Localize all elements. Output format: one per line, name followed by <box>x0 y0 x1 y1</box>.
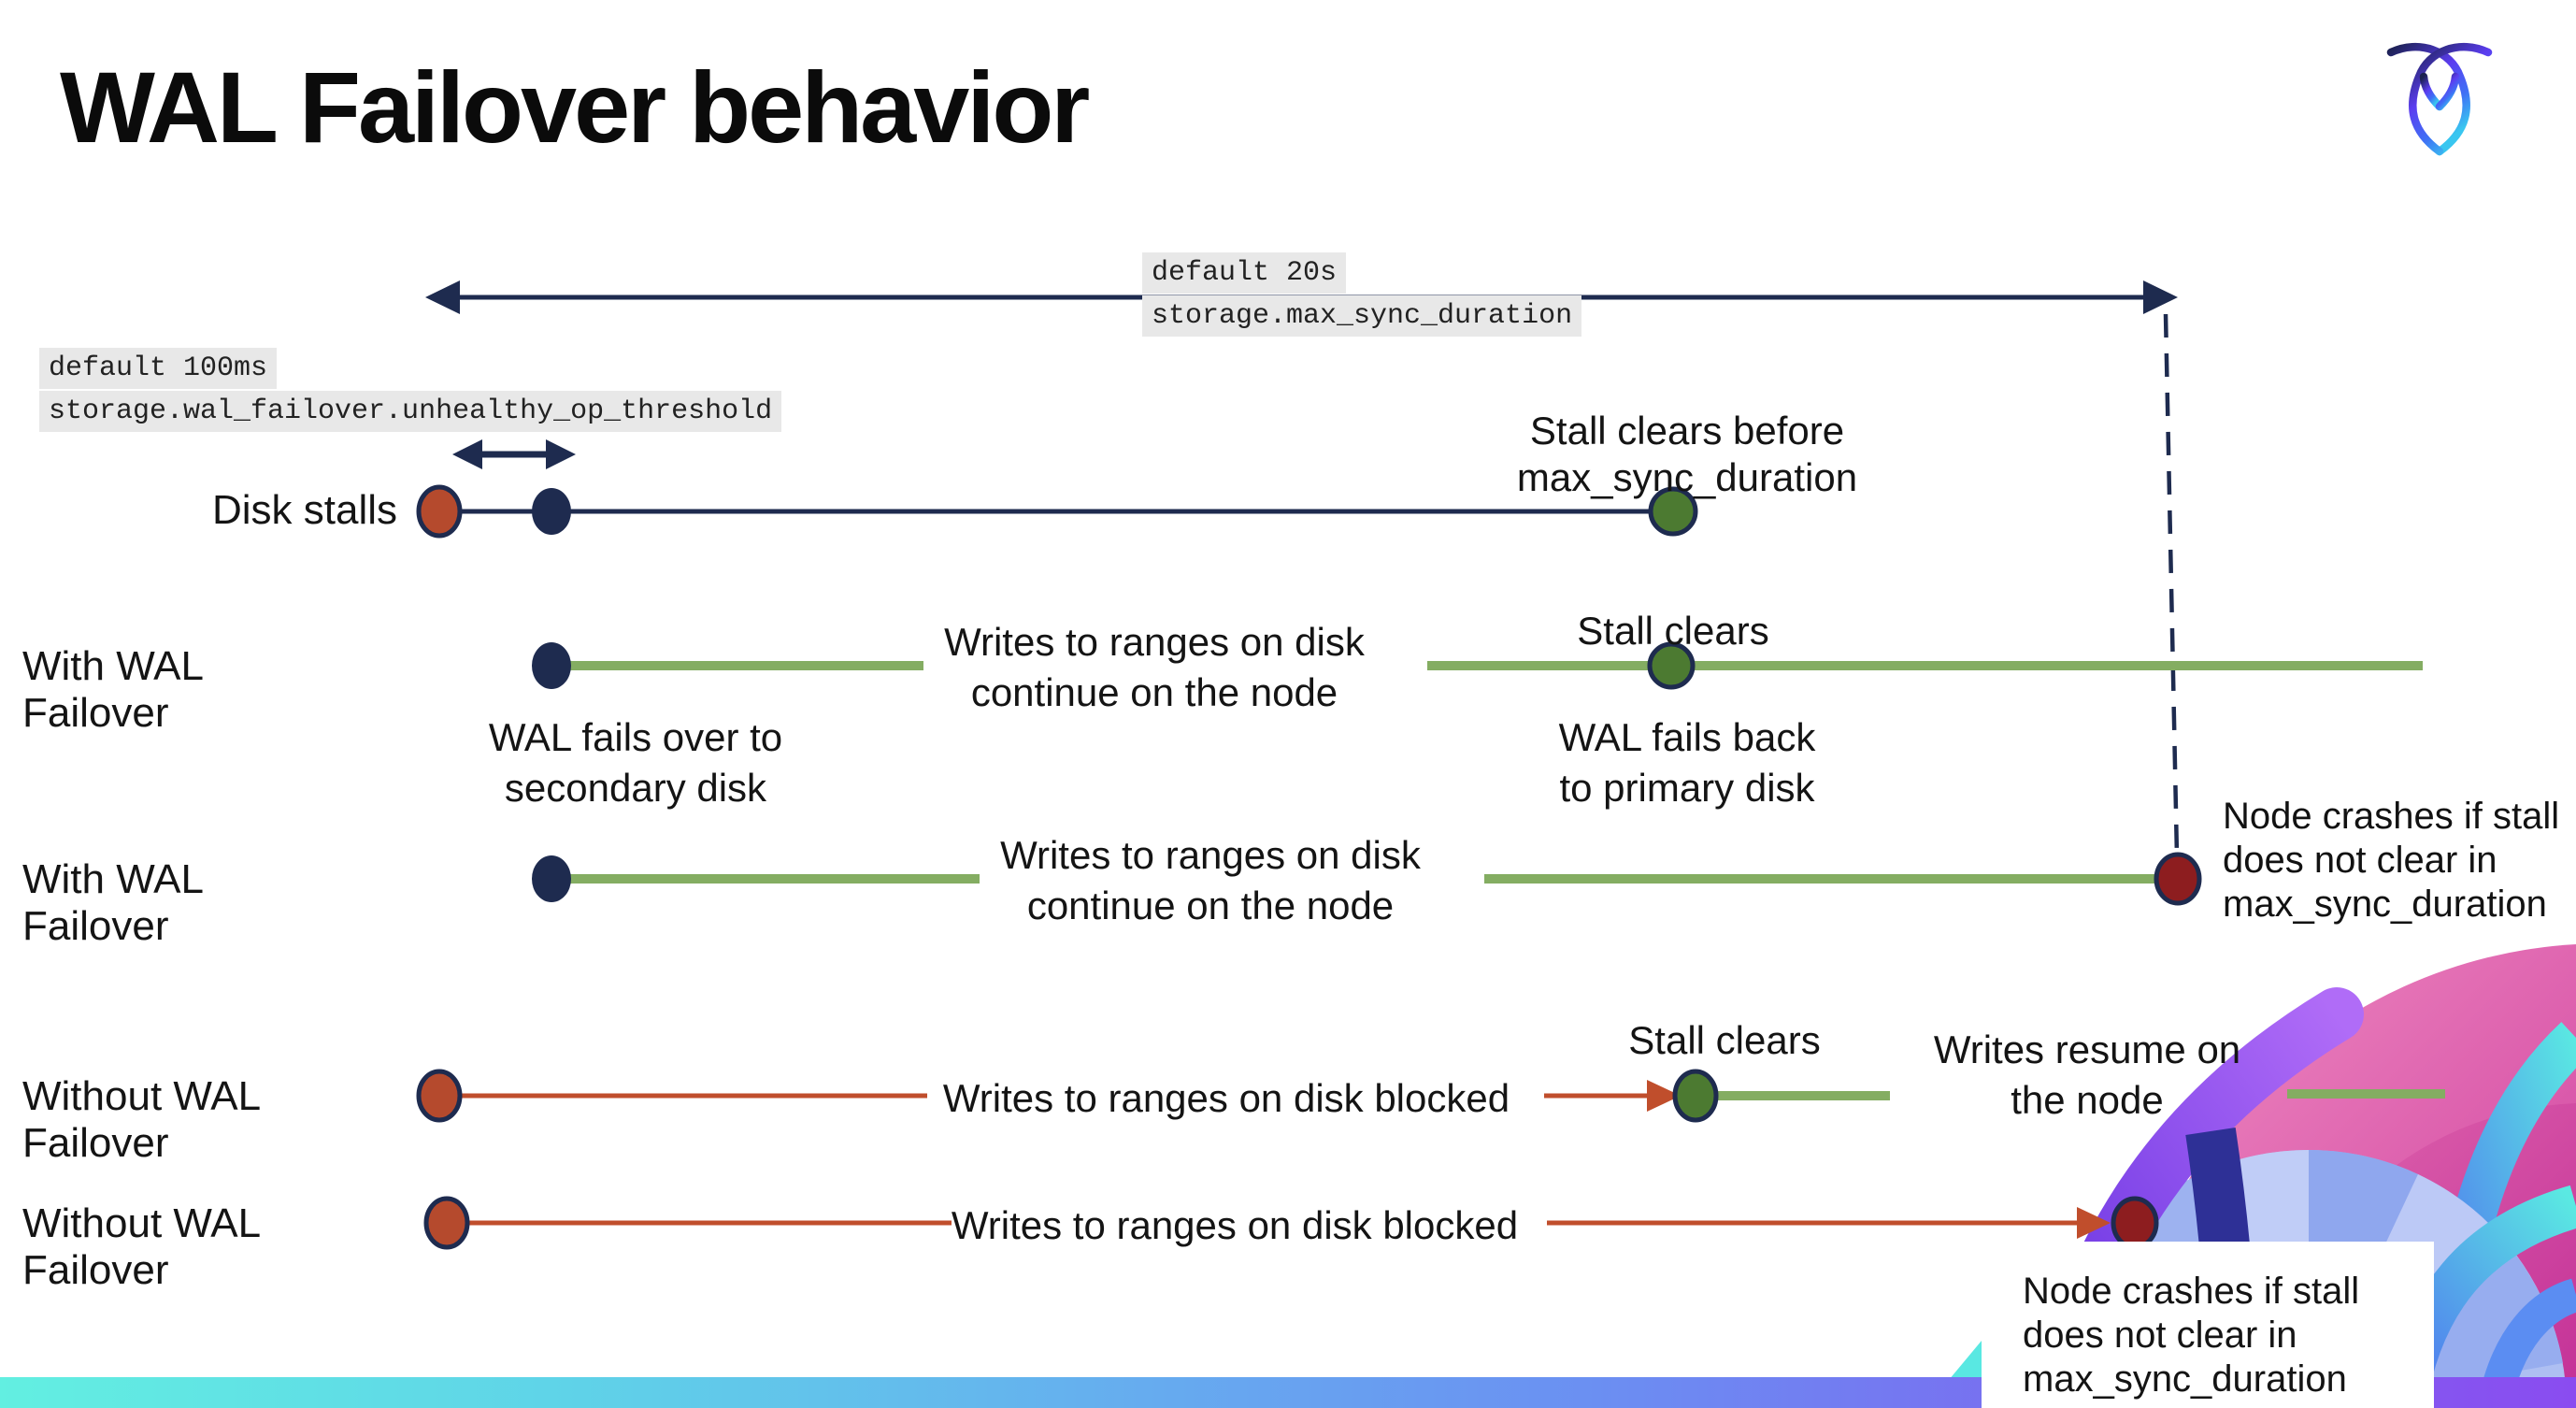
note-line: WAL fails back <box>1558 715 1816 759</box>
unhealthy-setting-label: storage.wal_failover.unhealthy_op_thresh… <box>39 391 782 432</box>
stall-clears-note-row4: Stall clears <box>1628 1018 1821 1062</box>
note-line: secondary disk <box>504 766 767 810</box>
note-line: Writes to ranges on disk <box>1000 833 1421 877</box>
stall-clears-note-row2: Stall clears <box>1577 609 1769 653</box>
note-line: Writes to ranges on disk <box>944 620 1365 664</box>
max-sync-setting-label: storage.max_sync_duration <box>1142 295 1582 337</box>
stall-clears-dot <box>1672 1069 1719 1123</box>
cockroachdb-logo-icon <box>2386 42 2493 156</box>
node-crash-note-box: Node crashes if stall does not clear in … <box>1982 1242 2434 1408</box>
stall-start-dot <box>423 1196 470 1250</box>
note-line: max_sync_duration <box>2223 884 2547 925</box>
writes-blocked-note-1: Writes to ranges on disk blocked <box>942 1076 1510 1120</box>
threshold-dot <box>532 488 571 535</box>
note-line: max_sync_duration <box>1516 455 1858 499</box>
stall-start-dot <box>416 1069 463 1123</box>
note-line: Node crashes if stall <box>2023 1271 2360 1312</box>
page-title: WAL Failover behavior <box>60 50 1090 164</box>
note-line: WAL fails over to <box>488 715 783 759</box>
max-sync-deadline-dashed-line <box>2163 313 2180 857</box>
note-line: Stall clears before <box>1529 409 1845 453</box>
wal-fails-over-note: WAL fails over to secondary disk <box>393 712 879 813</box>
failover-dot <box>532 855 571 902</box>
note-line: max_sync_duration <box>2023 1358 2347 1400</box>
note-line: does not clear in <box>2023 1315 2297 1356</box>
failover-dot <box>532 642 571 689</box>
row-label-disk-stalls: Disk stalls <box>211 487 397 533</box>
row-label-without-wal-failover-1: Without WAL Failover <box>22 1073 260 1166</box>
stall-start-dot <box>416 484 463 539</box>
note-line: continue on the node <box>970 670 1338 714</box>
row-label-without-wal-failover-2: Without WAL Failover <box>22 1200 260 1293</box>
stall-clears-before-note: Stall clears before max_sync_duration <box>1467 408 1907 501</box>
unhealthy-default-label: default 100ms <box>39 348 278 389</box>
note-line: the node <box>2011 1078 2164 1122</box>
node-crash-dot <box>2154 852 2202 906</box>
writes-resume-note: Writes resume on the node <box>1924 1025 2251 1126</box>
writes-blocked-note-2: Writes to ranges on disk blocked <box>951 1203 1519 1247</box>
writes-continue-note-1: Writes to ranges on disk continue on the… <box>911 617 1397 718</box>
note-line: continue on the node <box>1026 884 1395 927</box>
wal-fails-back-note: WAL fails back to primary disk <box>1444 712 1930 813</box>
max-sync-default-label: default 20s <box>1142 252 1347 294</box>
row-with-wal-failover-1-timeline <box>532 641 2423 690</box>
node-crash-note-row3: Node crashes if stall does not clear in … <box>2223 795 2576 927</box>
note-line: Node crashes if stall <box>2223 796 2560 837</box>
row-label-with-wal-failover-2: With WAL Failover <box>22 856 203 949</box>
note-line: Writes resume on <box>1933 1027 2241 1071</box>
note-line: does not clear in <box>2223 840 2497 881</box>
writes-continue-note-2: Writes to ranges on disk continue on the… <box>967 830 1453 931</box>
note-line: to primary disk <box>1559 766 1815 810</box>
unhealthy-op-threshold-arrow <box>452 439 576 469</box>
row-label-with-wal-failover-1: With WAL Failover <box>22 643 203 736</box>
